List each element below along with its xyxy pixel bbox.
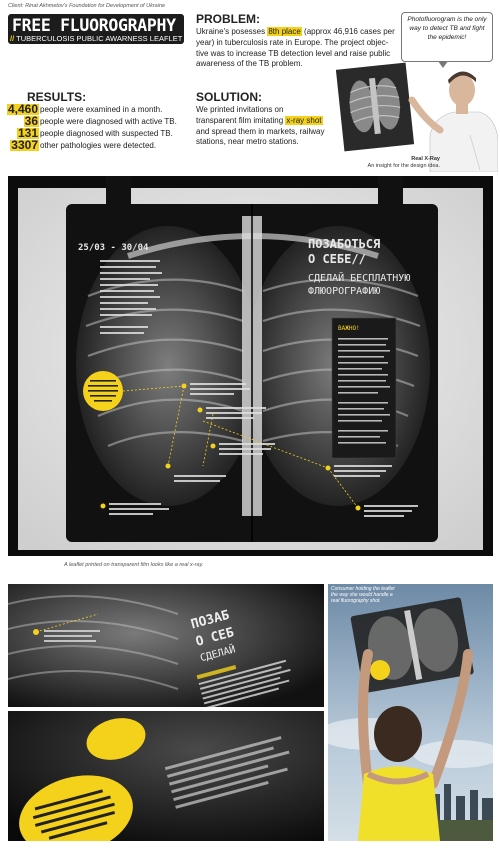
results-heading: RESULTS: [27, 90, 87, 104]
result-number: 131 [16, 126, 39, 140]
leaflet-photo: 25/03 - 30/04 [8, 176, 493, 556]
doctor-photo [330, 60, 498, 172]
consumer-photo [328, 584, 493, 841]
solution-text-before: We printed invitations on transparent fi… [196, 105, 286, 125]
problem-text-before: Ukraine's posesses [196, 27, 268, 36]
leaflet-heading-4: ФЛЮОРОГРАФИЮ [308, 286, 380, 297]
leaflet-date: 25/03 - 30/04 [78, 243, 149, 253]
result-text: people were examined in a month. [40, 105, 163, 114]
bubble-text: Photofluorogram is the only way to detec… [407, 16, 487, 41]
result-number: 36 [23, 114, 39, 128]
solution-heading: SOLUTION: [196, 90, 262, 104]
subtitle: // TUBERCULOSIS PUBLIC AWARNESS LEAFLET [10, 34, 182, 43]
consumer-caption: Consumer holding the leaflet the way she… [331, 586, 395, 604]
client-line: Client: Rinat Akhmetov's Foundation for … [8, 3, 166, 9]
leaflet-heading-3: СДЕЛАЙ БЕСПЛАТНУЮ [308, 271, 410, 284]
result-number: 4,460 [6, 102, 39, 116]
leaflet-detail-photo [8, 711, 324, 841]
doctor-caption-text: An insight for the design idea. [367, 163, 440, 169]
problem-text: Ukraine's posesses 8th place (approx 46,… [196, 27, 396, 70]
result-text: people diagnosed with suspected TB. [40, 129, 173, 138]
important-label: ВАЖНО! [338, 325, 360, 332]
page-title: FREE FLUOROGRAPHY [12, 16, 176, 35]
problem-highlight: 8th place [267, 27, 302, 36]
solution-highlight: x-ray shot [285, 115, 323, 125]
leaflet-heading-2: О СЕБЕ// [308, 252, 366, 266]
result-number: 3307 [10, 138, 39, 152]
leaflet-heading-1: ПОЗАБОТЬСЯ [308, 237, 380, 251]
solution-text: We printed invitations on transparent fi… [196, 105, 326, 148]
solution-text-after: and spread them in markets, railway stat… [196, 126, 325, 147]
main-caption: A leaflet printed on transparent film lo… [64, 562, 204, 568]
result-text: other pathologies were detected. [40, 141, 157, 150]
title-box [8, 14, 184, 44]
problem-heading: PROBLEM: [196, 12, 260, 26]
subtitle-prefix: // [10, 34, 15, 43]
problem-text-after: (approx 46,916 cases per year) in tuberc… [196, 27, 395, 69]
speech-bubble: Photofluorogram is the only way to detec… [401, 12, 493, 68]
leaflet-closeup-photo: ПОЗАБ О СЕБ СДЕЛАЙ [8, 584, 324, 707]
subtitle-text: TUBERCULOSIS PUBLIC AWARNESS LEAFLET [16, 34, 183, 43]
doctor-caption-title: Real X-Ray [411, 156, 440, 162]
result-text: people were diagnosed with active TB. [40, 117, 177, 126]
